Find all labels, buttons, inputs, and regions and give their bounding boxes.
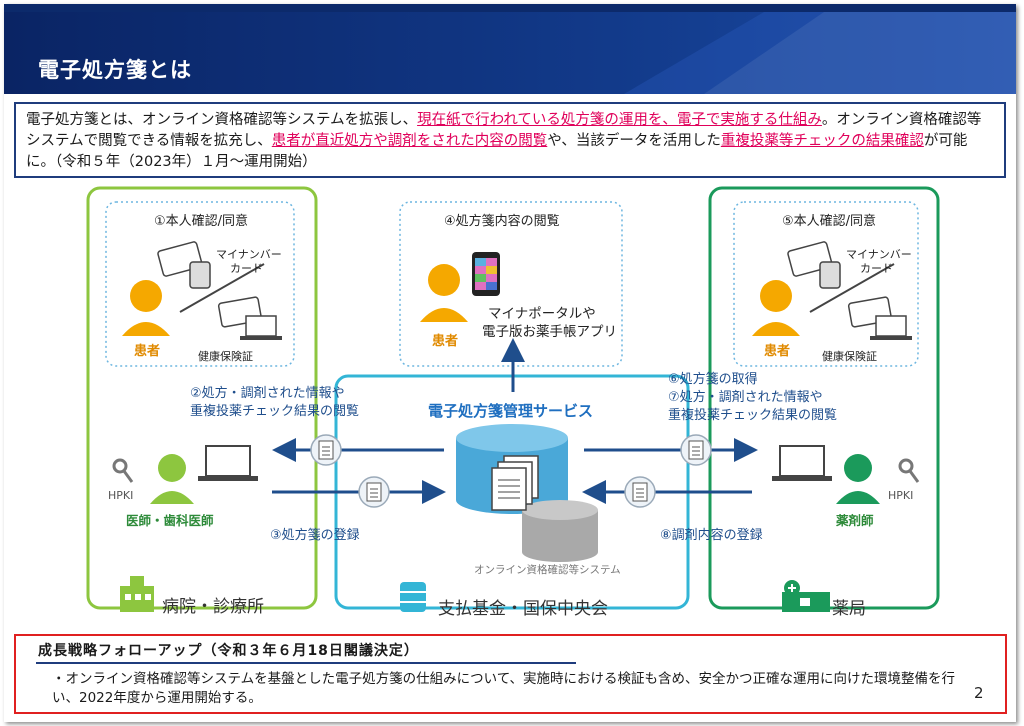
person-icon [420, 264, 468, 322]
left-step-title: ①本人確認/同意 [154, 214, 249, 229]
flow-diagram [86, 186, 940, 612]
right-card-label-1: マイナンバー [846, 248, 912, 261]
page-number: 2 [974, 684, 984, 702]
center-patient-label: 患者 [432, 334, 459, 349]
flow-step7-line2: 重複投薬チェック結果の閲覧 [668, 408, 838, 423]
header-bar [4, 4, 1016, 94]
smartphone-icon [472, 252, 500, 296]
center-view-box [399, 201, 623, 367]
key-icon [112, 458, 134, 483]
intro-text-4: が可能に。（令和５年（2023年）１月～運用開始） [26, 133, 968, 170]
person-icon [836, 454, 880, 504]
right-hpki-label: HPKI [888, 489, 914, 502]
person-icon [752, 280, 800, 336]
laptop-icon [772, 445, 832, 481]
service-label: 電子処方箋管理サービス [428, 402, 594, 420]
intro-highlight-1: 現在紙で行われている処方箋の運用を、電子で実施する仕組み [417, 112, 822, 128]
pharmacist-label: 薬剤師 [836, 513, 874, 528]
right-card-label-2: カード [860, 262, 893, 275]
right-consent-box [733, 201, 919, 367]
pharmacy-icon [782, 580, 830, 612]
page-title: 電子処方箋とは [38, 58, 192, 82]
hospital-icon [120, 576, 154, 612]
intro-highlight-3: 重複投薬等チェックの結果確認 [720, 133, 924, 149]
left-patient-label: 患者 [134, 344, 161, 359]
right-insurance-label: 健康保険証 [822, 350, 877, 363]
growth-strategy-box: 成長戦略フォローアップ（令和３年６月18日閣議決定） ・オンライン資格確認等シス… [14, 634, 1007, 714]
key-icon [898, 458, 920, 483]
intro-text-1: 電子処方箋とは、オンライン資格確認等システムを拡張し、 [26, 112, 418, 128]
pharmacy-label: 薬局 [832, 599, 866, 619]
document-icon [624, 476, 656, 508]
flow-step2-line1: ②処方・調剤された情報や [190, 386, 345, 401]
flow-step3: ③処方箋の登録 [270, 528, 360, 543]
flow-step8: ⑧調剤内容の登録 [660, 528, 763, 543]
bullet: ・ [52, 671, 66, 687]
person-icon [122, 280, 170, 336]
app-line-2: 電子版お薬手帳アプリ [482, 324, 617, 340]
laptop-icon [240, 315, 282, 340]
hospital-label: 病院・診療所 [162, 597, 264, 617]
person-icon [150, 454, 194, 504]
growth-strategy-body: オンライン資格確認等システムを基盤とした電子処方箋の仕組みについて、実施時におけ… [52, 671, 956, 706]
right-patient-label: 患者 [764, 344, 791, 359]
slide: 電子処方箋とは 電子処方箋とは、オンライン資格確認等システムを拡張し、現在紙で行… [4, 4, 1016, 722]
intro-highlight-2: 患者が直近処方や調剤をされた内容の閲覧 [271, 133, 548, 149]
intro-text-2: 。オンライン資格確認等システムで閲覧できる情報を拡充し、 [26, 112, 982, 149]
app-line-1: マイナポータルや [488, 306, 596, 322]
document-icon [310, 434, 342, 466]
left-hpki-label: HPKI [108, 489, 134, 502]
title-underline [36, 662, 576, 664]
card-icon [787, 241, 841, 289]
flow-step7-line1: ⑦処方・調剤された情報や [668, 390, 823, 405]
left-insurance-label: 健康保険証 [198, 350, 253, 363]
center-step-title: ④処方箋内容の閲覧 [444, 214, 560, 229]
center-facility-label: 支払基金・国保中央会 [438, 599, 608, 619]
laptop-icon [198, 445, 258, 481]
left-card-label-1: マイナンバー [216, 248, 282, 261]
left-consent-box [105, 201, 295, 367]
online-system-label: オンライン資格確認等システム [474, 564, 621, 576]
document-icon [491, 455, 539, 511]
left-card-label-2: カード [230, 262, 263, 275]
intro-box: 電子処方箋とは、オンライン資格確認等システムを拡張し、現在紙で行われている処方箋… [14, 102, 1006, 178]
right-step-title: ⑤本人確認/同意 [782, 214, 877, 229]
flow-step2-line2: 重複投薬チェック結果の閲覧 [190, 404, 360, 419]
cylinder-icon [522, 500, 598, 562]
hospital-panel [86, 186, 318, 610]
document-icon [680, 434, 712, 466]
card-icon [157, 241, 211, 289]
document-icon [358, 476, 390, 508]
growth-strategy-title: 成長戦略フォローアップ（令和３年６月18日閣議決定） [38, 643, 419, 659]
laptop-icon [870, 315, 912, 340]
intro-text-3: や、当該データを活用した [547, 133, 721, 149]
growth-strategy-text: ・オンライン資格確認等システムを基盤とした電子処方箋の仕組みについて、実施時にお… [52, 670, 972, 708]
database-icon [400, 582, 426, 612]
doctor-label: 医師・歯科医師 [126, 513, 214, 528]
flow-step6: ⑥処方箋の取得 [668, 372, 758, 387]
